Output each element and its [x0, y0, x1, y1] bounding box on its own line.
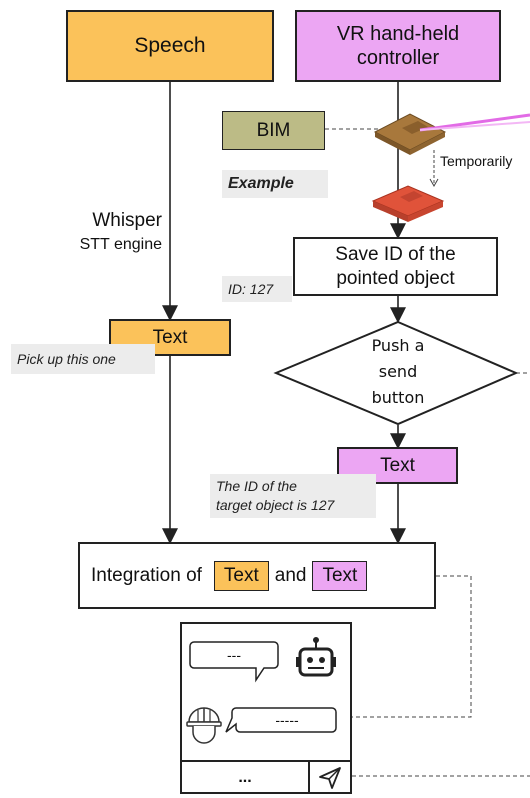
chat-window: --- ----- ...	[180, 622, 352, 794]
integration-prefix: Integration of	[91, 564, 202, 586]
integration-chip-text-b: Text	[312, 560, 368, 591]
example-label: Example	[228, 175, 294, 192]
speech-label: Speech	[134, 34, 206, 57]
send-button[interactable]	[310, 760, 350, 794]
temporarily-label: Temporarily	[440, 153, 513, 169]
target-note: The ID of the target object is 127	[210, 474, 376, 518]
worker-helmet-icon	[186, 707, 222, 744]
target-note-line1: The ID of the	[216, 478, 297, 494]
save-id-box: Save ID of the pointed object	[293, 237, 498, 296]
decision-line3: button	[371, 388, 425, 407]
controller-label-line2: controller	[356, 47, 440, 69]
controller-box: VR hand-held controller	[295, 10, 501, 82]
pick-note: Pick up this one	[11, 344, 155, 374]
decision-diamond	[273, 320, 519, 426]
decision-label: Push a send button	[338, 333, 458, 411]
integration-chip-text-a: Text	[213, 560, 269, 591]
controller-label-line1: VR hand-held	[336, 23, 460, 45]
id-note: ID: 127	[222, 276, 292, 302]
target-note-line2: target object is 127	[216, 497, 335, 513]
save-line2: pointed object	[336, 267, 455, 289]
id-note-text: ID: 127	[228, 281, 274, 297]
speech-box: Speech	[66, 10, 274, 82]
chat-bubbles-layer	[189, 641, 337, 733]
integration-box: Integration of Text and Text	[78, 542, 436, 609]
example-note: Example	[222, 170, 328, 198]
chat-input-field[interactable]: ...	[182, 760, 310, 794]
robot-icon	[296, 637, 336, 677]
send-icon	[319, 767, 341, 789]
integration-to-chat-dashed	[333, 575, 472, 718]
text-left-label: Text	[152, 326, 188, 348]
integration-conj: and	[274, 564, 307, 586]
user-bubble-text: -----	[275, 712, 299, 728]
pointed-object-icon	[373, 113, 530, 155]
highlighted-object-icon	[371, 185, 445, 222]
save-line1: Save ID of the	[335, 243, 456, 265]
decision-line1: Push a	[371, 336, 425, 355]
whisper-line1: Whisper	[92, 210, 162, 231]
bot-bubble-text: ---	[227, 647, 241, 663]
whisper-line2: STT engine	[79, 236, 162, 253]
bim-box: BIM	[222, 111, 325, 150]
bim-label: BIM	[256, 119, 291, 141]
pick-note-text: Pick up this one	[17, 351, 116, 367]
decision-line2: send	[378, 362, 418, 381]
text-right-label: Text	[380, 454, 415, 476]
whisper-label: Whisper STT engine	[50, 209, 162, 257]
